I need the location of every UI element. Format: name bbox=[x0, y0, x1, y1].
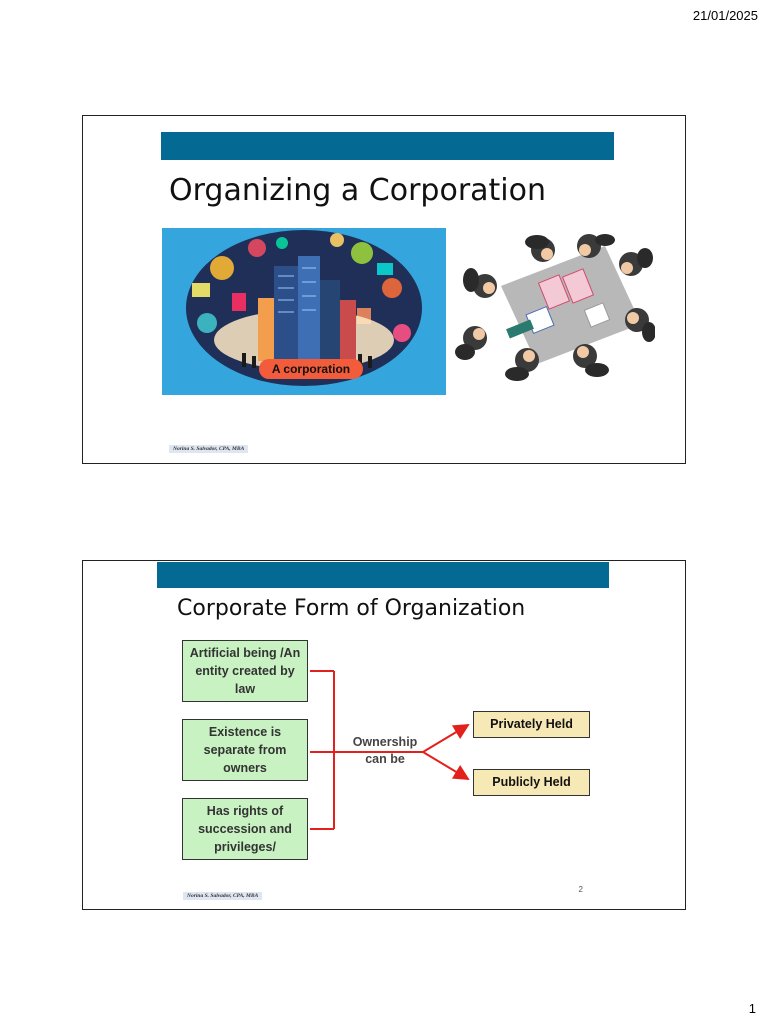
slide-header-bar bbox=[157, 562, 609, 588]
meeting-table-illustration bbox=[455, 234, 655, 381]
connector-arrows bbox=[310, 670, 470, 830]
publicly-held-box: Publicly Held bbox=[473, 769, 590, 796]
slide-number: 2 bbox=[578, 885, 583, 894]
page-number: 1 bbox=[748, 1001, 756, 1016]
privately-held-box: Privately Held bbox=[473, 711, 590, 738]
corporation-illustration: A corporation bbox=[162, 228, 446, 395]
attribute-rights-of-succession-box: Has rights of succession and privileges/ bbox=[182, 798, 308, 860]
attribute-separate-existence-box: Existence is separate from owners bbox=[182, 719, 308, 781]
attribute-artificial-being-box: Artificial being /An entity created by l… bbox=[182, 640, 308, 702]
slide-title: Organizing a Corporation bbox=[169, 173, 547, 208]
slide-header-bar bbox=[161, 132, 614, 160]
author-credit: Norina S. Salvador, CPA, MBA bbox=[183, 892, 263, 900]
image-caption: A corporation bbox=[272, 362, 350, 376]
slide-1: Organizing a Corporation bbox=[82, 115, 686, 464]
slide-title: Corporate Form of Organization bbox=[177, 596, 526, 621]
print-date: 21/01/2025 bbox=[692, 8, 758, 23]
slide-2: Corporate Form of Organization Artificia… bbox=[82, 560, 686, 910]
author-credit: Norina S. Salvador, CPA, MBA bbox=[169, 445, 249, 453]
ownership-label: Ownership can be bbox=[352, 735, 418, 766]
